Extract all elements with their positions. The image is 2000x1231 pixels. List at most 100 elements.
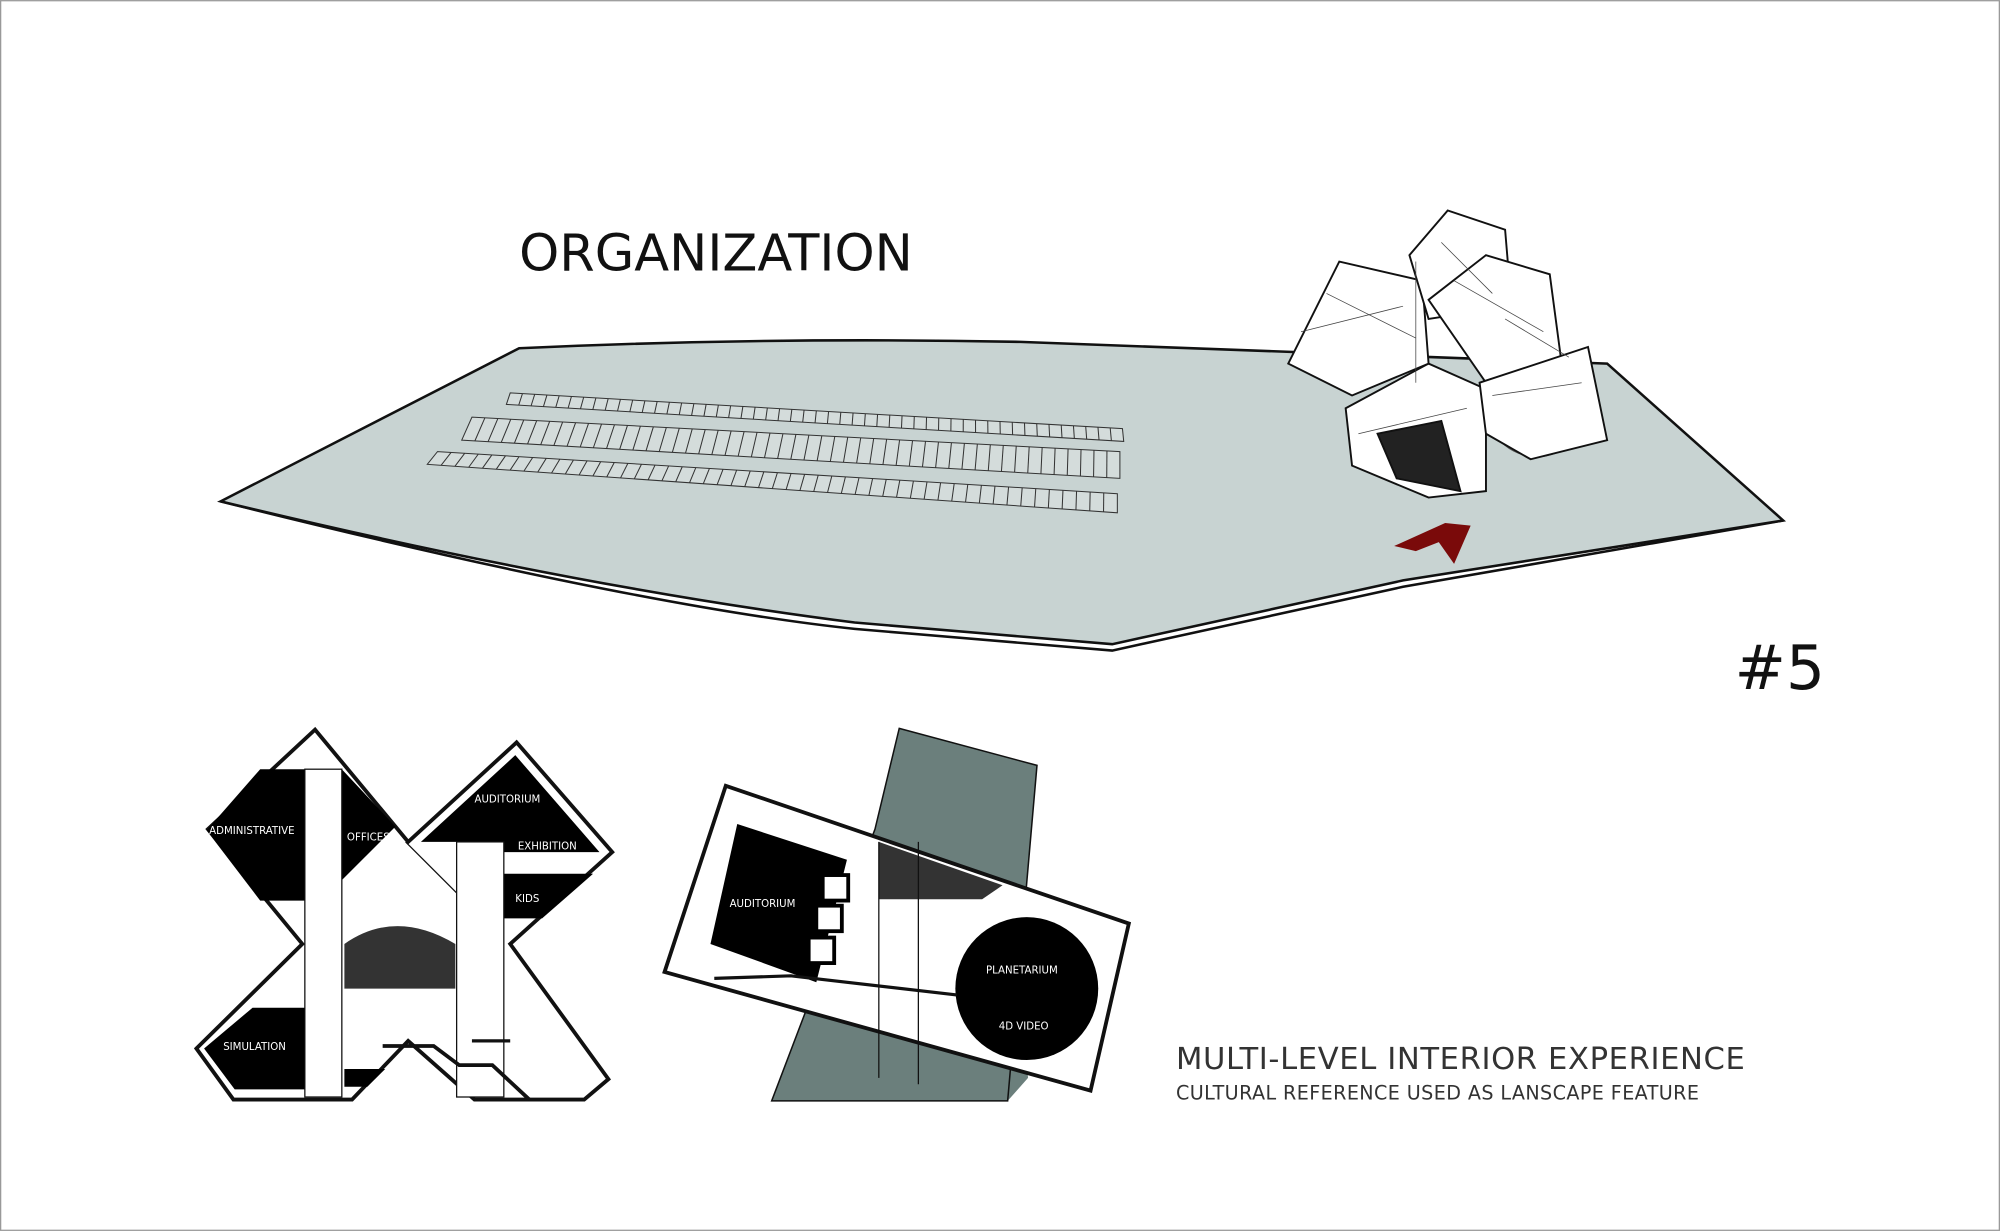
strip-grid-line xyxy=(752,407,756,420)
strip-grid-line xyxy=(814,410,817,423)
strip-grid-line xyxy=(1085,426,1088,440)
strip-grid-line xyxy=(566,422,577,447)
strip-grid-line xyxy=(641,400,646,413)
strip-grid-line xyxy=(724,430,732,456)
strip-grid-line xyxy=(974,443,978,471)
scheme-number: #5 xyxy=(1735,633,1825,704)
label-simulation: SIMULATION xyxy=(223,1042,286,1053)
strip-grid-line xyxy=(921,441,927,467)
strip-grid-line xyxy=(482,454,493,469)
strip-grid-line xyxy=(888,415,891,428)
strip-grid-line xyxy=(1061,490,1064,509)
strip-grid-line xyxy=(555,395,560,408)
strip-grid-line xyxy=(951,483,955,502)
strip-grid-line xyxy=(1079,449,1082,477)
building-axonometric xyxy=(1286,209,1609,499)
strip-grid-line xyxy=(777,408,781,421)
strip-grid-line xyxy=(868,478,874,496)
strip-grid-line xyxy=(551,458,561,474)
strip-grid-line xyxy=(785,473,792,490)
strip-grid-line xyxy=(579,397,585,409)
strip-grid-line xyxy=(1075,491,1078,510)
strip-grid-line xyxy=(527,420,538,445)
plan-rotated xyxy=(662,727,1132,1102)
strip-grid-line xyxy=(1053,448,1056,475)
label-exhibition: EXHIBITION xyxy=(518,842,577,853)
strip-grid-line xyxy=(698,429,706,455)
strip-grid-line xyxy=(530,394,536,407)
strip-grid-line xyxy=(802,410,805,423)
strip-grid-line xyxy=(1066,448,1069,476)
strip-grid-line xyxy=(661,465,670,482)
strip-grid-line xyxy=(900,415,903,429)
strip-grid-line xyxy=(1109,427,1112,441)
strip-grid-line xyxy=(703,404,707,417)
strip-grid-line xyxy=(1060,425,1063,438)
strip-grid-line xyxy=(592,461,602,477)
strip-grid-line xyxy=(1048,424,1051,437)
strip-grid-line xyxy=(826,411,830,424)
strip-grid-line xyxy=(564,459,574,475)
strip-grid-line xyxy=(689,467,697,483)
strip-grid-line xyxy=(765,407,768,421)
strip-grid-line xyxy=(948,442,952,469)
strip-grid-line xyxy=(617,399,621,412)
strip-grid-line xyxy=(882,479,887,497)
strip-grid-line xyxy=(440,452,452,466)
plan-x-shaped xyxy=(193,726,615,1102)
strip-grid-line xyxy=(1034,488,1037,508)
plan-rotated-labels: AUDITORIUM PLANETARIUM 4D VIDEO xyxy=(730,899,1058,1032)
strip-grid-line xyxy=(537,458,547,473)
strip-grid-line xyxy=(813,475,819,492)
strip-grid-line xyxy=(1020,487,1023,507)
strip-grid-line xyxy=(896,480,901,498)
strip-grid-line xyxy=(716,469,724,485)
strip-grid-line xyxy=(1047,489,1050,509)
strip-grid-line xyxy=(839,412,842,425)
strip-grid-line xyxy=(882,439,888,465)
landscape-strips xyxy=(426,392,1125,514)
strip-grid-line xyxy=(645,426,654,451)
strip-grid-line xyxy=(895,439,901,466)
strip-grid-line xyxy=(1000,445,1004,472)
strip-grid-line xyxy=(987,444,991,471)
strip-grid-line xyxy=(851,412,854,426)
entrance-arrow-icon xyxy=(1394,523,1471,564)
strip-grid-line xyxy=(992,486,996,505)
strip-grid-line xyxy=(730,469,738,486)
strip-grid-line xyxy=(495,455,506,470)
strip-grid-line xyxy=(454,452,466,467)
strip-grid-line xyxy=(856,437,862,464)
strip-grid-line xyxy=(829,436,836,462)
strip-grid-line xyxy=(632,425,641,451)
strip-grid-line xyxy=(750,432,758,458)
strip-grid-line xyxy=(567,396,572,409)
strip-grid-line xyxy=(715,404,719,418)
strip-grid-line xyxy=(487,418,499,442)
strip-grid-line xyxy=(647,464,656,481)
strip-grid-line xyxy=(702,468,710,484)
strip-grid-line xyxy=(671,428,680,453)
label-cafe: CAFE xyxy=(349,1052,375,1063)
label-offices: OFFICES xyxy=(347,833,390,844)
strip-grid-line xyxy=(771,472,778,489)
strip-grid-line xyxy=(840,476,846,494)
strip-grid-line xyxy=(509,456,520,471)
label-kids: KIDS xyxy=(515,894,539,905)
label-auditorium: AUDITORIUM xyxy=(474,794,540,805)
strip-grid-line xyxy=(1036,423,1038,437)
strip-grid-line xyxy=(740,406,744,419)
strip-grid-line xyxy=(923,481,928,500)
strip-grid-line xyxy=(961,443,965,470)
strip-grid-line xyxy=(579,423,590,448)
strip-grid-line xyxy=(737,431,745,457)
strip-grid-line xyxy=(863,413,866,426)
strip-grid-line xyxy=(578,460,588,476)
strip-grid-line xyxy=(654,401,658,414)
strip-grid-line xyxy=(592,423,603,448)
strip-grid-line xyxy=(1006,486,1010,506)
strip-grid-line xyxy=(606,424,615,449)
strip-grid-line xyxy=(777,433,784,459)
strip-grid-line xyxy=(799,474,806,491)
